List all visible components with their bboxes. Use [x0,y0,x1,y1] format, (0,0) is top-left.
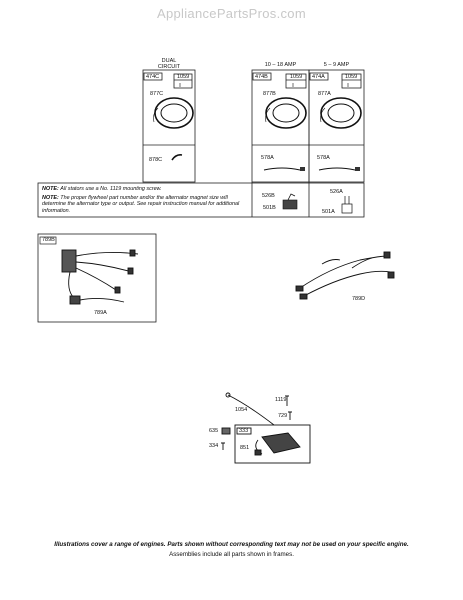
note-2-text: The proper flywheel part number and/or t… [42,195,240,214]
label-1054: 1054 [235,407,248,413]
label-474c: 474C [146,74,160,80]
wire-578a-1 [263,167,301,171]
note-1-label: NOTE: [42,186,59,192]
label-877a: 877A [318,91,331,97]
rectifier-526b [282,193,298,210]
label-474b: 474B [255,74,268,80]
frame-5-9-amp [308,69,365,183]
screw-1119 [285,395,289,406]
part-635 [221,427,231,435]
label-1059-b: 1059 [290,74,303,80]
footer-assemblies: Assemblies include all parts shown in fr… [169,551,294,558]
frame-dual-circuit [142,69,196,183]
label-789a: 789A [94,310,107,316]
header-dual-line2: CIRCUIT [157,64,181,70]
label-877c: 877C [150,91,164,97]
label-878c: 878C [149,157,163,163]
note-box [37,182,365,218]
header-10-18-amp: 10 – 18 AMP [264,62,297,68]
label-877b: 877B [263,91,276,97]
label-474a: 474A [312,74,325,80]
label-501b: 501B [263,205,276,211]
note-1: NOTE: All stators use a No. 1119 mountin… [42,186,248,192]
footer-disclaimer: Illustrations cover a range of engines. … [54,541,409,548]
header-5-9-amp: 5 – 9 AMP [323,62,350,68]
note-2: NOTE: The proper flywheel part number an… [42,195,250,214]
frame-10-18-amp [251,69,310,183]
label-1119: 1119 [275,397,287,403]
wire-1054 [227,394,275,426]
label-334: 334 [209,443,219,449]
label-1059-c: 1059 [345,74,358,80]
label-729: 729 [278,413,288,419]
label-789d: 789D [352,296,366,302]
part-334 [221,442,225,450]
label-851: 851 [240,445,250,451]
stator-877b [265,97,307,129]
wire-578a-2 [318,167,356,171]
screw-729 [288,411,292,420]
note-1-text: All stators use a No. 1119 mounting scre… [60,186,162,192]
label-578a-2: 578A [317,155,330,161]
rectifier-526a [341,196,353,214]
label-526b: 526B [262,193,275,199]
label-1059-a: 1059 [177,74,190,80]
label-789b: 789B [42,237,55,243]
frame-333 [234,424,311,464]
label-635: 635 [209,428,219,434]
label-578a-1: 578A [261,155,274,161]
stator-877a [320,97,362,129]
label-333: 333 [239,428,249,434]
note-2-label: NOTE: [42,195,59,201]
header-dual-line1: DUAL [161,58,177,64]
stator-877c [154,97,194,129]
watermark: AppliancePartsPros.com [157,6,306,21]
label-526a: 526A [330,189,343,195]
wire-878c [171,154,183,161]
harness-789d [295,251,395,300]
label-501a: 501A [322,209,335,215]
frame-789b [37,233,157,323]
